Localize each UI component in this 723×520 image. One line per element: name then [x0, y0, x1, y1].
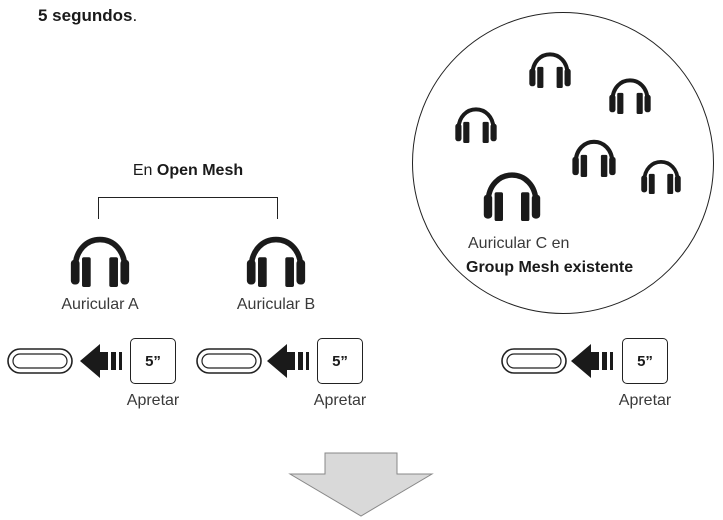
headphones-icon [637, 152, 685, 194]
heading-period: . [132, 6, 138, 25]
open-mesh-group-label: En Open Mesh [96, 162, 280, 180]
jog-dial-icon[interactable] [6, 346, 74, 376]
open-mesh-prefix: En [132, 162, 157, 179]
open-mesh-bracket [98, 197, 278, 219]
jog-dial-icon[interactable] [500, 346, 568, 376]
press-duration-box: 5” [317, 338, 363, 384]
instruction-heading: 5 segundos. [38, 6, 137, 26]
press-duration-box: 5” [130, 338, 176, 384]
press-arrow-icon [571, 344, 615, 378]
press-label: Apretar [313, 392, 367, 409]
headphones-icon [240, 225, 312, 287]
headphones-icon [568, 131, 620, 177]
press-duration-box: 5” [622, 338, 668, 384]
headphones-icon [64, 225, 136, 287]
headset-c-label: Auricular C en [468, 235, 570, 252]
headset-a-label: Auricular A [61, 296, 139, 313]
jog-dial-icon[interactable] [195, 346, 263, 376]
headphones-icon [477, 161, 547, 221]
press-arrow-icon [267, 344, 311, 378]
heading-duration: 5 segundos [38, 6, 133, 25]
headset-b-label: Auricular B [236, 296, 316, 313]
open-mesh-name: Open Mesh [156, 162, 244, 179]
press-arrow-icon [80, 344, 124, 378]
group-mesh-circle [412, 12, 714, 314]
down-arrow-icon [288, 452, 434, 517]
press-label: Apretar [618, 392, 672, 409]
headphones-icon [605, 70, 655, 114]
headphones-icon [451, 99, 501, 143]
headphones-icon [525, 44, 575, 88]
press-label: Apretar [126, 392, 180, 409]
group-mesh-existing-label: Group Mesh existente [466, 259, 634, 276]
